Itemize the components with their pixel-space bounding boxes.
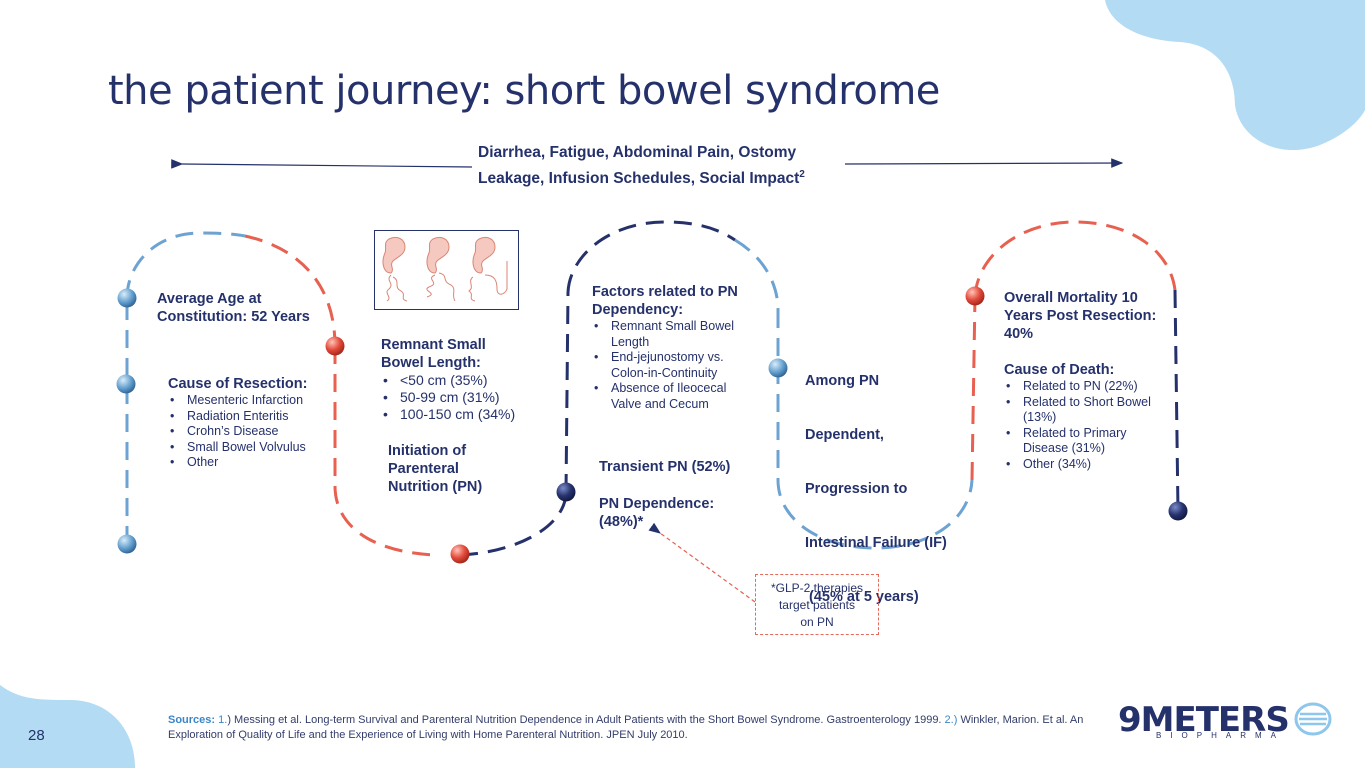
list-item: 100-150 cm (34%): [381, 406, 556, 423]
initiation-pn: Initiation of Parenteral Nutrition (PN): [388, 443, 483, 495]
list-item: Small Bowel Volvulus: [168, 440, 333, 456]
marker-red-1: [325, 336, 345, 356]
average-age-text: Average Age at Constitution: 52 Years: [157, 291, 310, 325]
marker-light-2: [116, 374, 136, 394]
symptoms-line2: Leakage, Infusion Schedules, Social Impa…: [478, 169, 805, 188]
marker-light-1: [117, 288, 137, 308]
page-number: 28: [28, 727, 45, 744]
bowel-illustration: [374, 230, 519, 310]
cause-of-death: Cause of Death: Related to PN (22%) Rela…: [1004, 361, 1174, 472]
marker-navy-2: [1168, 501, 1188, 521]
glp2-note: *GLP-2 therapies target patients on PN: [755, 574, 879, 635]
symptoms-footnote: 2: [799, 169, 805, 180]
intestine-icon: [382, 236, 508, 302]
death-list: Related to PN (22%) Related to Short Bow…: [1004, 379, 1174, 472]
list-item: Related to Short Bowel(13%): [1004, 395, 1174, 426]
list-item: <50 cm (35%): [381, 372, 556, 389]
slide-title: the patient journey: short bowel syndrom…: [108, 68, 940, 114]
remnant-list: <50 cm (35%) 50-99 cm (31%) 100-150 cm (…: [381, 372, 556, 423]
sources-label: Sources:: [168, 714, 216, 726]
symptoms-text: Diarrhea, Fatigue, Abdominal Pain, Ostom…: [478, 142, 848, 190]
logo-tagline: BIOPHARMA: [1156, 731, 1286, 740]
logo-wordmark: 9METERS: [1118, 700, 1290, 740]
source-1-text: ) Messing et al. Long-term Survival and …: [227, 714, 945, 726]
list-item: Other (34%): [1004, 457, 1174, 473]
list-item: 50-99 cm (31%): [381, 389, 556, 406]
transient-pn: Transient PN (52%): [599, 459, 731, 475]
resection-list: Mesenteric Infarction Radiation Enteriti…: [168, 393, 333, 471]
marker-red-2: [450, 544, 470, 564]
company-logo: 9METERS BIOPHARMA: [1118, 700, 1333, 744]
list-item: End-jejunostomy vs.Colon-in-Continuity: [592, 350, 772, 381]
remnant-length: Remnant Small Bowel Length: <50 cm (35%)…: [381, 336, 556, 423]
list-item: Radiation Enteritis: [168, 409, 333, 425]
bottom-left-blob: [0, 685, 135, 768]
top-right-blob: [1105, 0, 1365, 151]
pn-dependence: PN Dependence: (48%)*: [599, 496, 715, 530]
glp-connector: [648, 522, 756, 603]
sources-footnote: Sources: 1.) Messing et al. Long-term Su…: [168, 714, 1084, 741]
marker-light-3: [117, 534, 137, 554]
list-item: Mesenteric Infarction: [168, 393, 333, 409]
left-arrow: [171, 159, 473, 169]
marker-navy-1: [556, 482, 576, 502]
list-item: Related to PN (22%): [1004, 379, 1174, 395]
right-arrow: [844, 158, 1124, 168]
cause-of-resection: Cause of Resection: Mesenteric Infarctio…: [168, 375, 333, 471]
marker-red-3: [965, 286, 985, 306]
source-2-number: 2.: [944, 714, 954, 726]
list-item: Crohn’s Disease: [168, 424, 333, 440]
symptoms-line1: Diarrhea, Fatigue, Abdominal Pain, Ostom…: [478, 144, 797, 161]
overall-mortality: Overall Mortality 10 Years Post Resectio…: [1004, 290, 1157, 342]
source-2-text: Winkler, Marion. Et al. An Exploration o…: [168, 714, 1084, 741]
list-item: Other: [168, 455, 333, 471]
marker-light-4: [768, 358, 788, 378]
intestine-logo-icon: [1294, 702, 1332, 736]
source-1-number: 1.: [218, 714, 228, 726]
pn-dependency-factors: Factors related to PN Dependency: Remnan…: [592, 283, 772, 412]
progression-to-if: Among PN Dependent, Progression to Intes…: [805, 373, 947, 605]
